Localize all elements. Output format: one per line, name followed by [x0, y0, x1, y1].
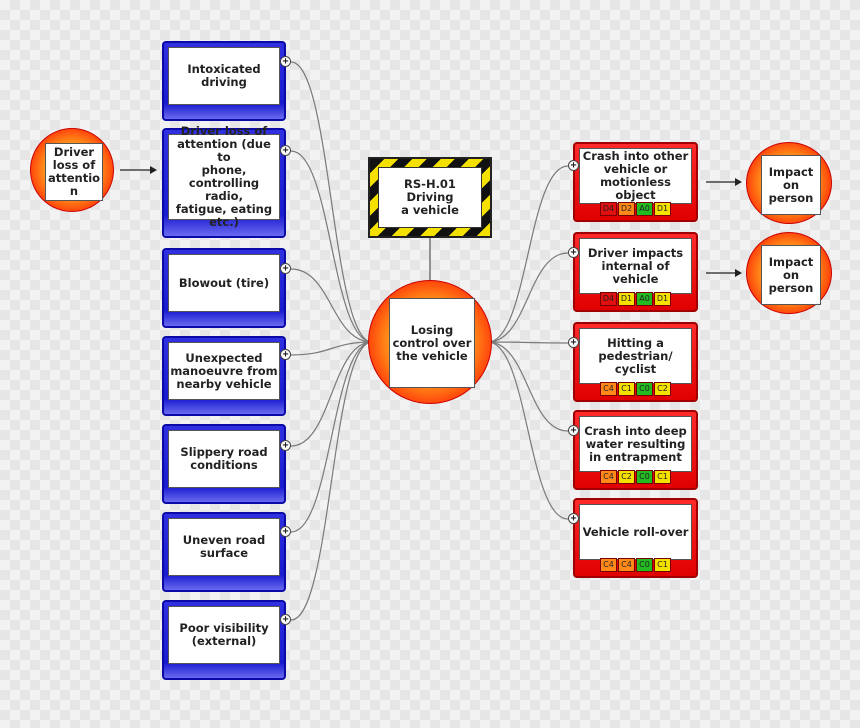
threat-connector-1	[290, 61, 373, 343]
root-threat-label: Driver loss of attentio n	[47, 145, 101, 198]
consequence-connector-4	[487, 341, 569, 432]
impact-label: Impact on person	[768, 164, 814, 205]
risk-rating-badge: D1	[654, 292, 671, 306]
risk-rating-badge: C1	[654, 470, 671, 484]
expand-plus-icon[interactable]: +	[568, 247, 579, 258]
risk-rating-badge: D2	[618, 202, 635, 216]
risk-rating-badge: A0	[636, 292, 653, 306]
impact-on-person-2[interactable]: Impact on person	[746, 232, 832, 314]
threat-label: Driver loss of attention (due to phone, …	[175, 124, 273, 229]
risk-rating-row: C4 C2 C0 C1	[575, 470, 696, 484]
risk-rating-badge: C0	[636, 558, 653, 572]
impact-arrow-2	[706, 269, 742, 277]
risk-rating-badge: C1	[654, 558, 671, 572]
hazard-label: RS-H.01 Driving a vehicle	[401, 177, 459, 217]
threat-label: Intoxicated driving	[187, 62, 261, 89]
threat-label: Unexpected manoeuvre from nearby vehicle	[170, 350, 278, 391]
risk-rating-badge: D1	[654, 202, 671, 216]
threat-connector-4	[290, 341, 373, 356]
consequence-label: Crash into other vehicle or motionless o…	[582, 149, 689, 202]
threat-label: Blowout (tire)	[178, 275, 270, 290]
consequence-crash-into-deep-water[interactable]: Crash into deep water resulting in entra…	[573, 410, 698, 490]
expand-plus-icon[interactable]: +	[280, 440, 291, 451]
threat-label: Uneven road surface	[182, 533, 266, 560]
consequence-label: Vehicle roll-over	[582, 524, 689, 539]
consequence-connector-2	[487, 252, 569, 343]
expand-plus-icon[interactable]: +	[280, 349, 291, 360]
consequence-vehicle-roll-over[interactable]: Vehicle roll-over C4 C4 C0 C1	[573, 498, 698, 578]
consequence-label: Hitting a pedestrian/ cyclist	[598, 335, 673, 376]
consequence-crash-into-other-vehicle[interactable]: Crash into other vehicle or motionless o…	[573, 142, 698, 222]
impact-label: Impact on person	[768, 254, 814, 295]
consequence-connector-1	[487, 165, 569, 343]
risk-rating-row: D4 D1 A0 D1	[575, 292, 696, 306]
risk-rating-row: D4 D2 A0 D1	[575, 202, 696, 216]
risk-rating-badge: C0	[636, 382, 653, 396]
threat-connector-5	[290, 341, 373, 447]
threat-poor-visibility[interactable]: Poor visibility (external)	[162, 600, 286, 680]
root-threat-arrow	[120, 166, 157, 174]
threat-connector-6	[290, 341, 373, 533]
risk-rating-badge: C4	[600, 558, 617, 572]
consequence-driver-impacts-internal[interactable]: Driver impacts internal of vehicle D4 D1…	[573, 232, 698, 312]
risk-rating-badge: D4	[600, 202, 617, 216]
risk-rating-badge: C2	[654, 382, 671, 396]
expand-plus-icon[interactable]: +	[280, 145, 291, 156]
impact-arrow-1	[706, 178, 742, 186]
risk-rating-badge: C1	[618, 382, 635, 396]
risk-rating-badge: D1	[618, 292, 635, 306]
threat-label: Slippery road conditions	[180, 445, 268, 472]
expand-plus-icon[interactable]: +	[280, 614, 291, 625]
threat-blowout-tire[interactable]: Blowout (tire)	[162, 248, 286, 328]
threat-connector-7	[290, 341, 373, 621]
threat-uneven-road[interactable]: Uneven road surface	[162, 512, 286, 592]
expand-plus-icon[interactable]: +	[568, 337, 579, 348]
expand-plus-icon[interactable]: +	[568, 425, 579, 436]
risk-rating-row: C4 C1 C0 C2	[575, 382, 696, 396]
consequence-connector-5	[487, 341, 569, 520]
threat-intoxicated-driving[interactable]: Intoxicated driving	[162, 41, 286, 121]
risk-rating-badge: C0	[636, 470, 653, 484]
expand-plus-icon[interactable]: +	[280, 526, 291, 537]
expand-plus-icon[interactable]: +	[568, 160, 579, 171]
threat-slippery-road[interactable]: Slippery road conditions	[162, 424, 286, 504]
consequence-connector-3	[487, 341, 569, 344]
risk-rating-badge: C4	[600, 470, 617, 484]
expand-plus-icon[interactable]: +	[568, 513, 579, 524]
consequence-label: Driver impacts internal of vehicle	[587, 245, 684, 286]
risk-rating-badge: A0	[636, 202, 653, 216]
risk-rating-row: C4 C4 C0 C1	[575, 558, 696, 572]
root-threat-driver-loss-of-attention[interactable]: Driver loss of attentio n	[30, 128, 114, 212]
consequence-label: Crash into deep water resulting in entra…	[584, 423, 687, 464]
risk-rating-badge: C4	[618, 558, 635, 572]
top-event-label: Losing control over the vehicle	[392, 322, 472, 363]
top-event-losing-control[interactable]: Losing control over the vehicle	[368, 280, 492, 404]
expand-plus-icon[interactable]: +	[280, 263, 291, 274]
risk-rating-badge: C4	[600, 382, 617, 396]
threat-connector-3	[290, 268, 373, 343]
threat-driver-loss-of-attention[interactable]: Driver loss of attention (due to phone, …	[162, 124, 286, 238]
risk-rating-badge: D4	[600, 292, 617, 306]
threat-unexpected-manoeuvre[interactable]: Unexpected manoeuvre from nearby vehicle	[162, 336, 286, 416]
consequence-hitting-pedestrian[interactable]: Hitting a pedestrian/ cyclist C4 C1 C0 C…	[573, 322, 698, 402]
hazard-driving-a-vehicle[interactable]: RS-H.01 Driving a vehicle	[368, 157, 492, 238]
impact-on-person-1[interactable]: Impact on person	[746, 142, 832, 224]
threat-label: Poor visibility (external)	[179, 621, 269, 648]
threat-connector-2	[290, 150, 373, 343]
expand-plus-icon[interactable]: +	[280, 56, 291, 67]
risk-rating-badge: C2	[618, 470, 635, 484]
